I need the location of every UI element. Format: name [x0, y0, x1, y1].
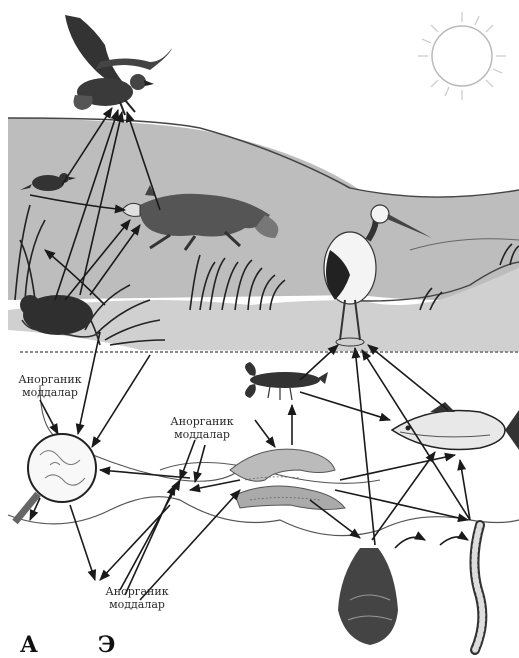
- inorganic-substances-label-bottom: Анорганик моддалар: [92, 585, 182, 611]
- inorganic-substances-label-middle: Анорганик моддалар: [160, 415, 244, 441]
- worm-icon: [474, 525, 482, 650]
- inorganic-substances-label-left: Анорганик моддалар: [8, 373, 92, 399]
- microorganisms-lens-icon: [15, 434, 96, 522]
- algae-icon: [230, 449, 345, 509]
- eagle-icon: [65, 15, 172, 115]
- figure-caption: А Э: [20, 632, 117, 658]
- crayfish-icon: [245, 362, 328, 400]
- mussel-icon: [338, 548, 398, 645]
- sun-icon: [418, 12, 506, 100]
